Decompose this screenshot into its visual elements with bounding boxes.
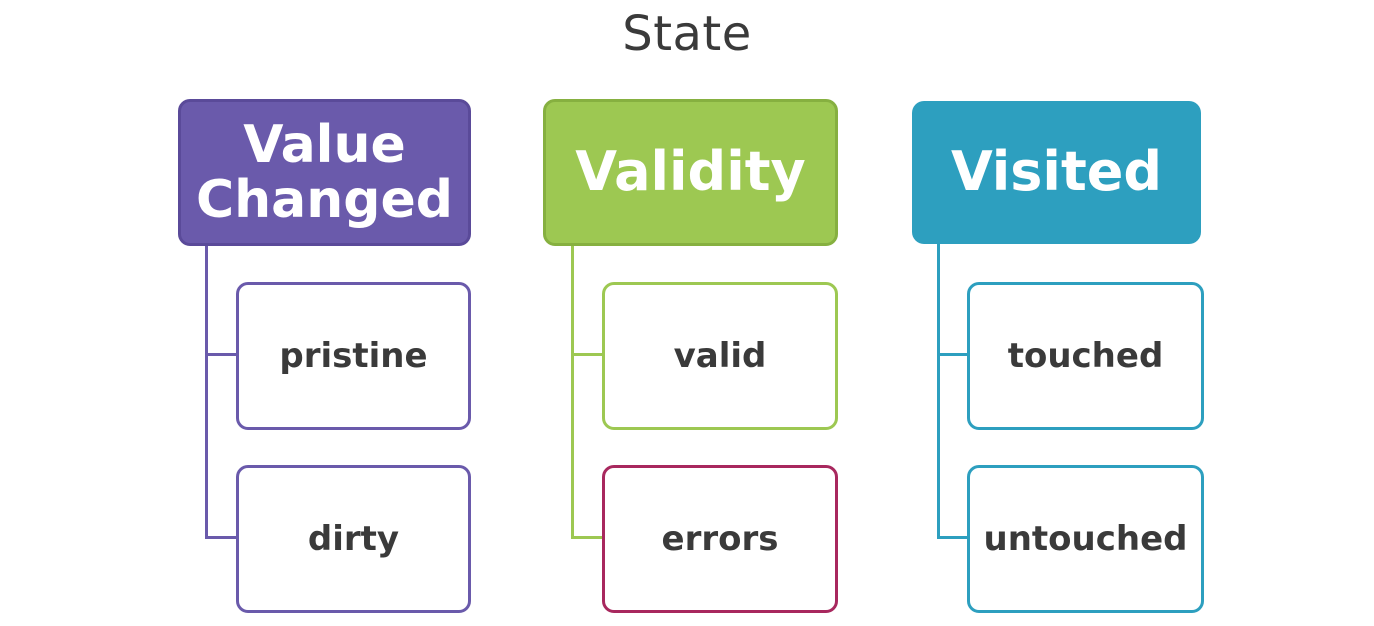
dirty-connector <box>205 536 238 539</box>
pristine-label: pristine <box>279 336 428 376</box>
errors-box: errors <box>602 465 838 613</box>
valid-label: valid <box>673 336 767 376</box>
dirty-box: dirty <box>236 465 471 613</box>
touched-label: touched <box>1007 336 1164 376</box>
valid-connector <box>571 353 604 356</box>
validity-header: Validity <box>543 99 838 246</box>
value-changed-header: Value Changed <box>178 99 471 246</box>
pristine-box: pristine <box>236 282 471 430</box>
diagram-title: State <box>622 6 752 62</box>
validity-vertical-connector <box>571 246 574 539</box>
dirty-label: dirty <box>307 519 400 559</box>
untouched-label: untouched <box>983 519 1188 559</box>
visited-vertical-connector <box>937 244 940 539</box>
value-changed-header-line-1: Value <box>243 114 406 175</box>
valid-box: valid <box>602 282 838 430</box>
touched-box: touched <box>967 282 1204 430</box>
errors-connector <box>571 536 604 539</box>
untouched-connector <box>937 536 970 539</box>
touched-connector <box>937 353 970 356</box>
value-changed-vertical-connector <box>205 246 208 539</box>
visited-header-label: Visited <box>950 140 1163 204</box>
errors-label: errors <box>661 519 779 559</box>
pristine-connector <box>205 353 238 356</box>
visited-header: Visited <box>912 101 1201 244</box>
validity-header-label: Validity <box>575 140 806 204</box>
value-changed-header-line-2: Changed <box>195 169 453 230</box>
untouched-box: untouched <box>967 465 1204 613</box>
